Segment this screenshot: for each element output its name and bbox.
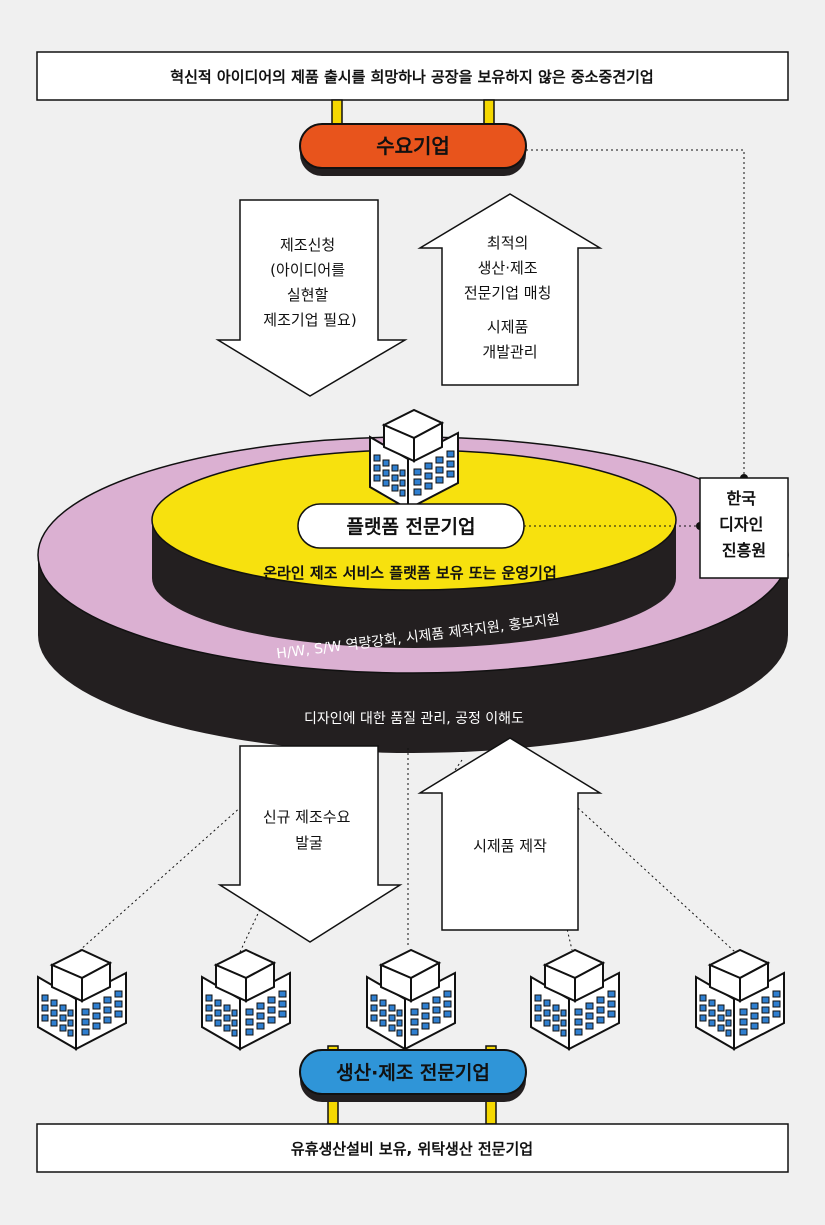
- kidp-line-1: 한국: [726, 489, 756, 508]
- factory-building-icon-2: [201, 949, 291, 1050]
- kidp-box: 한국 디자인 진흥원: [699, 477, 789, 579]
- svg-text:한국 디자인 진흥원: 한국 디자인 진흥원: [719, 489, 769, 560]
- up-arrow-top-line-2: 생산·제조: [478, 259, 538, 277]
- kidp-line-3: 진흥원: [722, 541, 766, 560]
- top-banner: 혁신적 아이디어의 제품 출시를 희망하나 공장을 보유하지 않은 중소중견기업: [36, 51, 789, 101]
- down-arrow-top-line-1: 제조신청: [280, 236, 335, 254]
- matching-arrow: 최적의 생산·제조 전문기업 매칭 시제품 개발관리: [417, 193, 603, 386]
- factory-building-icon-5: [695, 949, 785, 1050]
- svg-text:최적의 생산·제조 전문기업 매칭: 최적의 생산·제조 전문기업 매칭 시제품 개발관리: [464, 234, 556, 361]
- production-company-pill: 생산·제조 전문기업: [299, 1045, 527, 1125]
- down-arrow-top-line-2: (아이디어를: [270, 261, 345, 279]
- up-arrow-top-line-5: 개발관리: [482, 343, 537, 361]
- up-arrow-top-line-3: 전문기업 매칭: [464, 284, 552, 302]
- apply-manufacturing-arrow: 제조신청 (아이디어를 실현할 제조기업 필요): [215, 199, 408, 397]
- bottom-banner-text: 유휴생산설비 보유, 위탁생산 전문기업: [291, 1140, 533, 1158]
- platform-company-label: 플랫폼 전문기업: [347, 516, 476, 538]
- demand-company-pill: 수요기업: [299, 123, 527, 176]
- production-company-label: 생산·제조 전문기업: [336, 1062, 490, 1084]
- up-arrow-top-line-1: 최적의: [487, 234, 528, 252]
- prototype-arrow: 시제품 제작: [417, 737, 603, 931]
- down-arrow-bottom-line-2: 발굴: [295, 834, 323, 852]
- factory-building-icon-4: [530, 949, 620, 1050]
- svg-text:신규 제조수요 발굴: 신규 제조수요 발굴: [263, 808, 355, 852]
- disk-quality-label: 디자인에 대한 품질 관리, 공정 이해도: [304, 711, 524, 727]
- demand-company-label: 수요기업: [376, 134, 450, 158]
- up-arrow-top-line-4: 시제품: [487, 318, 528, 336]
- factory-building-icon-1: [37, 949, 127, 1050]
- new-demand-arrow: 신규 제조수요 발굴: [217, 745, 403, 943]
- top-banner-text: 혁신적 아이디어의 제품 출시를 희망하나 공장을 보유하지 않은 중소중견기업: [170, 68, 653, 86]
- down-arrow-top-line-4: 제조기업 필요): [263, 311, 356, 329]
- demand-kidp-dotted-line: [526, 149, 745, 478]
- up-arrow-bottom-line-1: 시제품 제작: [473, 837, 547, 855]
- kidp-line-2: 디자인: [719, 515, 763, 534]
- down-arrow-bottom-line-1: 신규 제조수요: [263, 808, 351, 826]
- down-arrow-top-line-3: 실현할: [287, 286, 329, 304]
- bottom-banner: 유휴생산설비 보유, 위탁생산 전문기업: [36, 1123, 789, 1173]
- factory-building-icon-3: [366, 949, 456, 1050]
- platform-description: 온라인 제조 서비스 플랫폼 보유 또는 운영기업: [263, 564, 557, 582]
- platform-company-pill: 플랫폼 전문기업: [297, 503, 525, 549]
- svg-text:제조신청 (아이디어를 실현할: 제조신청 (아이디어를 실현할 제조기업 필요): [263, 236, 356, 329]
- connection-lines: [79, 748, 736, 953]
